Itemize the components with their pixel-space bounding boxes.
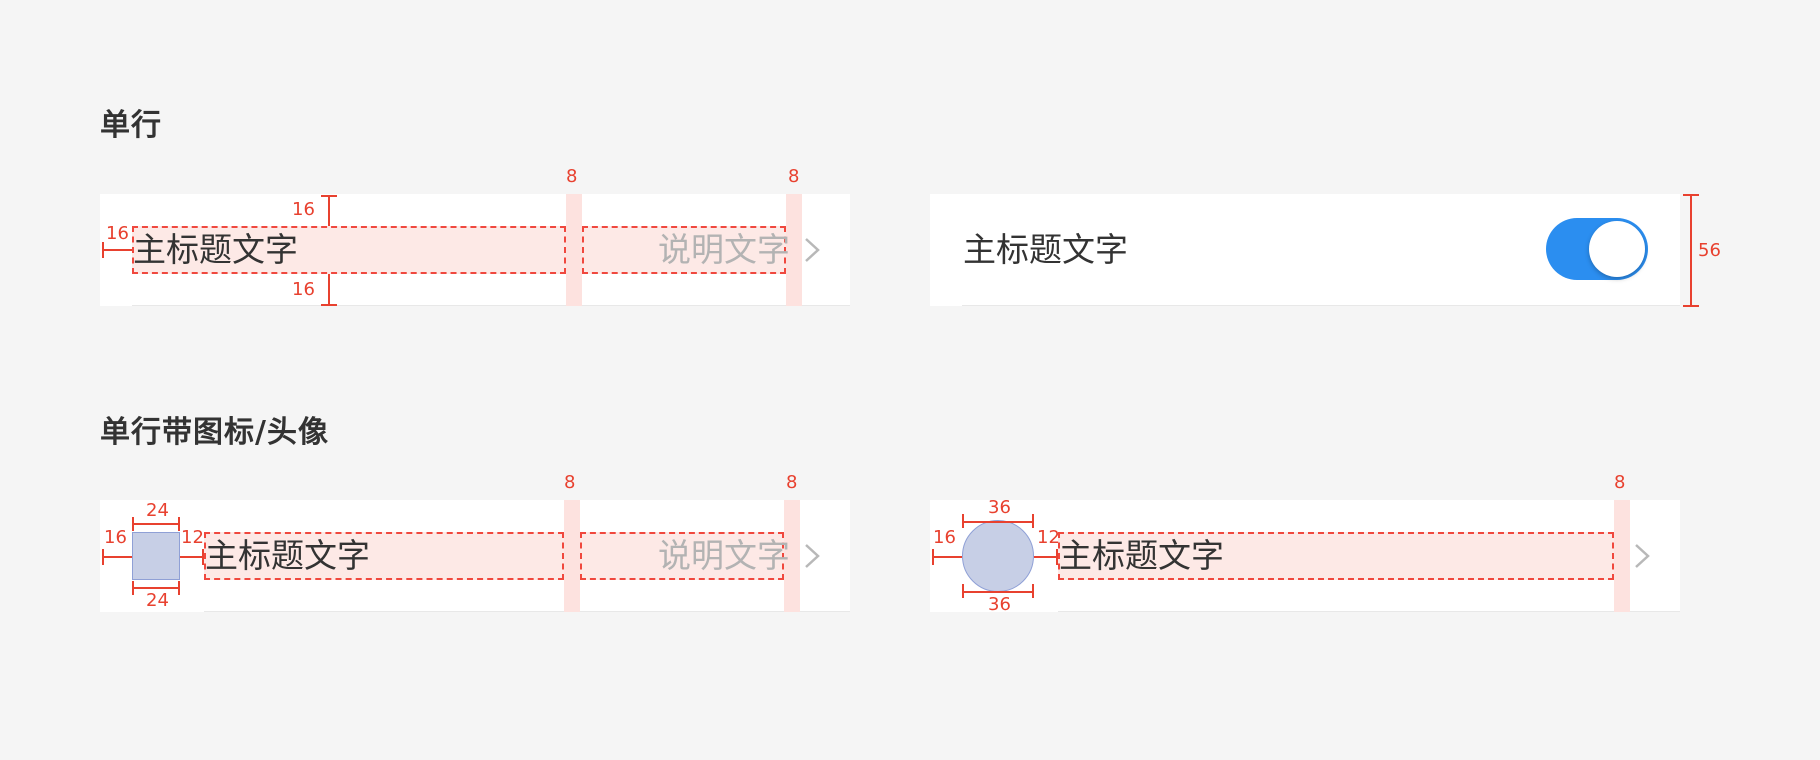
- dim-label-avatar-size: 36: [988, 594, 1011, 615]
- dim-line: [132, 581, 134, 595]
- detail-area-box: [582, 226, 786, 274]
- dim-label-height: 56: [1698, 240, 1721, 261]
- title-area-box: [132, 226, 566, 274]
- list-item-title: 主标题文字: [1059, 536, 1224, 575]
- dim-line: [180, 556, 204, 558]
- dim-label-gap: 12: [1037, 527, 1060, 548]
- dim-line: [178, 581, 180, 595]
- dim-line: [328, 196, 330, 226]
- dim-line: [178, 517, 180, 531]
- dim-label-gap: 8: [564, 472, 576, 493]
- dim-label-padding-top: 16: [292, 199, 315, 220]
- dim-line: [932, 549, 934, 565]
- spacing-highlight-8: [1614, 500, 1630, 612]
- spacing-highlight-8: [566, 194, 582, 306]
- dim-line: [321, 304, 337, 306]
- title-area-box: [1058, 532, 1614, 580]
- section-title-single-line: 单行: [100, 108, 162, 143]
- dim-label-avatar-size: 36: [988, 497, 1011, 518]
- row-divider: [132, 305, 850, 306]
- dim-line: [932, 556, 962, 558]
- chevron-right-icon[interactable]: [802, 542, 822, 570]
- dim-label-icon-size: 24: [146, 500, 169, 521]
- section-title-single-line-icon: 单行带图标/头像: [100, 415, 329, 450]
- dim-label-padding-bottom: 16: [292, 279, 315, 300]
- avatar-placeholder: [962, 520, 1034, 592]
- dim-line: [1034, 556, 1058, 558]
- dim-line: [962, 521, 1034, 523]
- title-area-box: [204, 532, 564, 580]
- dim-line: [1683, 305, 1699, 307]
- chevron-right-icon[interactable]: [1632, 542, 1652, 570]
- dim-label-padding-left: 16: [104, 527, 127, 548]
- spacing-highlight-8: [786, 194, 802, 306]
- list-item-detail: 说明文字: [658, 230, 790, 269]
- dim-line: [321, 195, 337, 197]
- dim-line: [1690, 195, 1692, 307]
- list-item-title: 主标题文字: [205, 536, 370, 575]
- dim-line: [102, 549, 104, 565]
- list-item-detail: 说明文字: [658, 536, 790, 575]
- dim-line: [102, 249, 132, 251]
- dim-line: [962, 591, 1034, 593]
- dim-line: [1056, 549, 1058, 565]
- dim-line: [962, 514, 964, 528]
- toggle-switch[interactable]: [1546, 218, 1648, 280]
- dim-label-gap: 8: [788, 166, 800, 187]
- spacing-highlight-8: [564, 500, 580, 612]
- icon-placeholder: [132, 532, 180, 580]
- dim-label-gap: 12: [181, 527, 204, 548]
- dim-line: [1032, 514, 1034, 528]
- dim-line: [132, 587, 180, 589]
- detail-area-box: [580, 532, 784, 580]
- dim-line: [202, 549, 204, 565]
- row-divider: [1058, 611, 1680, 612]
- dim-line: [132, 523, 180, 525]
- row-divider: [204, 611, 850, 612]
- dim-label-gap: 8: [566, 166, 578, 187]
- chevron-right-icon[interactable]: [802, 236, 822, 264]
- dim-line: [962, 584, 964, 598]
- dim-label-gap: 8: [1614, 472, 1626, 493]
- list-item-title: 主标题文字: [133, 230, 298, 269]
- dim-line: [1683, 194, 1699, 196]
- dim-label-icon-size: 24: [146, 590, 169, 611]
- spacing-highlight-8: [784, 500, 800, 612]
- toggle-knob: [1589, 221, 1645, 277]
- dim-line: [102, 242, 104, 258]
- dim-line: [1032, 584, 1034, 598]
- dim-label-padding-left: 16: [933, 527, 956, 548]
- dim-line: [102, 556, 132, 558]
- dim-line: [132, 517, 134, 531]
- row-divider: [962, 305, 1680, 306]
- dim-label-padding-left: 16: [106, 223, 129, 244]
- list-item-title: 主标题文字: [963, 230, 1128, 269]
- dim-line: [328, 274, 330, 304]
- dim-label-gap: 8: [786, 472, 798, 493]
